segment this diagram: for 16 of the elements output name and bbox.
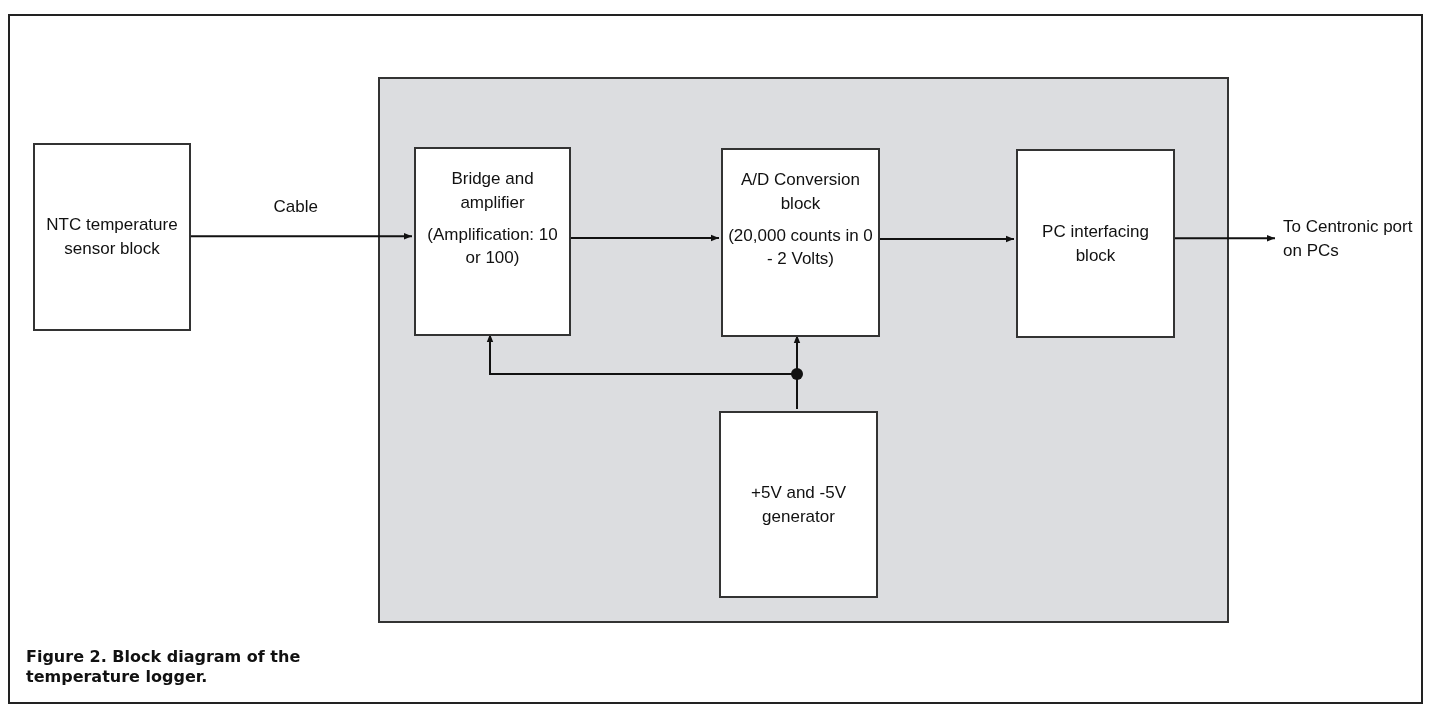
block-note: (20,000 counts in 0 - 2 Volts) xyxy=(727,224,874,271)
block-title: +5V and -5V generator xyxy=(750,481,847,528)
process-block xyxy=(719,411,878,598)
block-title: NTC temperature sensor block xyxy=(45,214,179,260)
figure-caption: Figure 2. Block diagram of the temperature logger. xyxy=(26,647,302,687)
output-text: To Centronic port on PCs xyxy=(1283,215,1423,263)
process-block xyxy=(33,143,191,331)
block-title: A/D Conversion block xyxy=(739,169,862,215)
process-block xyxy=(721,148,880,337)
system-enclosure xyxy=(378,77,1229,623)
arrow xyxy=(190,233,413,240)
block-title: Bridge and amplifier xyxy=(450,168,535,214)
process-block xyxy=(414,147,571,336)
block-title: PC interfacing block xyxy=(1041,220,1150,267)
block-note: (Amplification: 10 or 100) xyxy=(426,223,559,270)
process-block xyxy=(1016,149,1175,338)
